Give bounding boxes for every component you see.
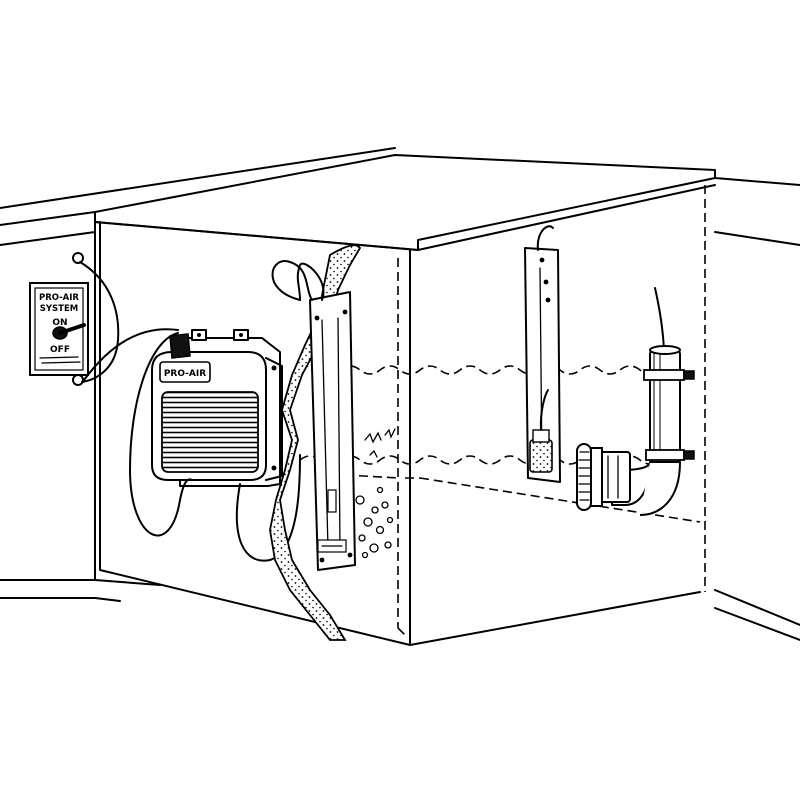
wall-outlet-upper — [72, 252, 84, 264]
air-hose — [235, 454, 301, 562]
pump-brand-label: PRO-AIR — [164, 369, 206, 379]
switch-plate[interactable]: PRO-AIR SYSTEM ON OFF — [29, 282, 89, 376]
wall-outlets-and-cords — [72, 252, 179, 386]
power-cord-1 — [79, 261, 120, 383]
pump-cord — [129, 332, 193, 537]
switch-plate-heading-2: SYSTEM — [40, 304, 78, 314]
switch-off-label: OFF — [50, 345, 70, 355]
water-surface-line — [299, 365, 696, 465]
foam-gasket-strip — [269, 244, 362, 641]
hose-loop — [271, 260, 313, 301]
wall-outlet-lower — [72, 374, 84, 386]
air-bubbles — [355, 428, 396, 559]
water-tank — [94, 154, 716, 646]
power-cord-2 — [83, 328, 179, 381]
submersible-pump — [576, 287, 695, 516]
toggle-switch[interactable] — [52, 323, 86, 340]
sight-gauge-left — [309, 291, 356, 571]
switch-on-label: ON — [52, 318, 67, 328]
switch-plate-heading-1: PRO-AIR — [39, 293, 79, 303]
air-pump: PRO-AIR — [151, 329, 283, 487]
sight-gauge-right — [524, 225, 561, 483]
switch-fine-print — [39, 356, 81, 364]
